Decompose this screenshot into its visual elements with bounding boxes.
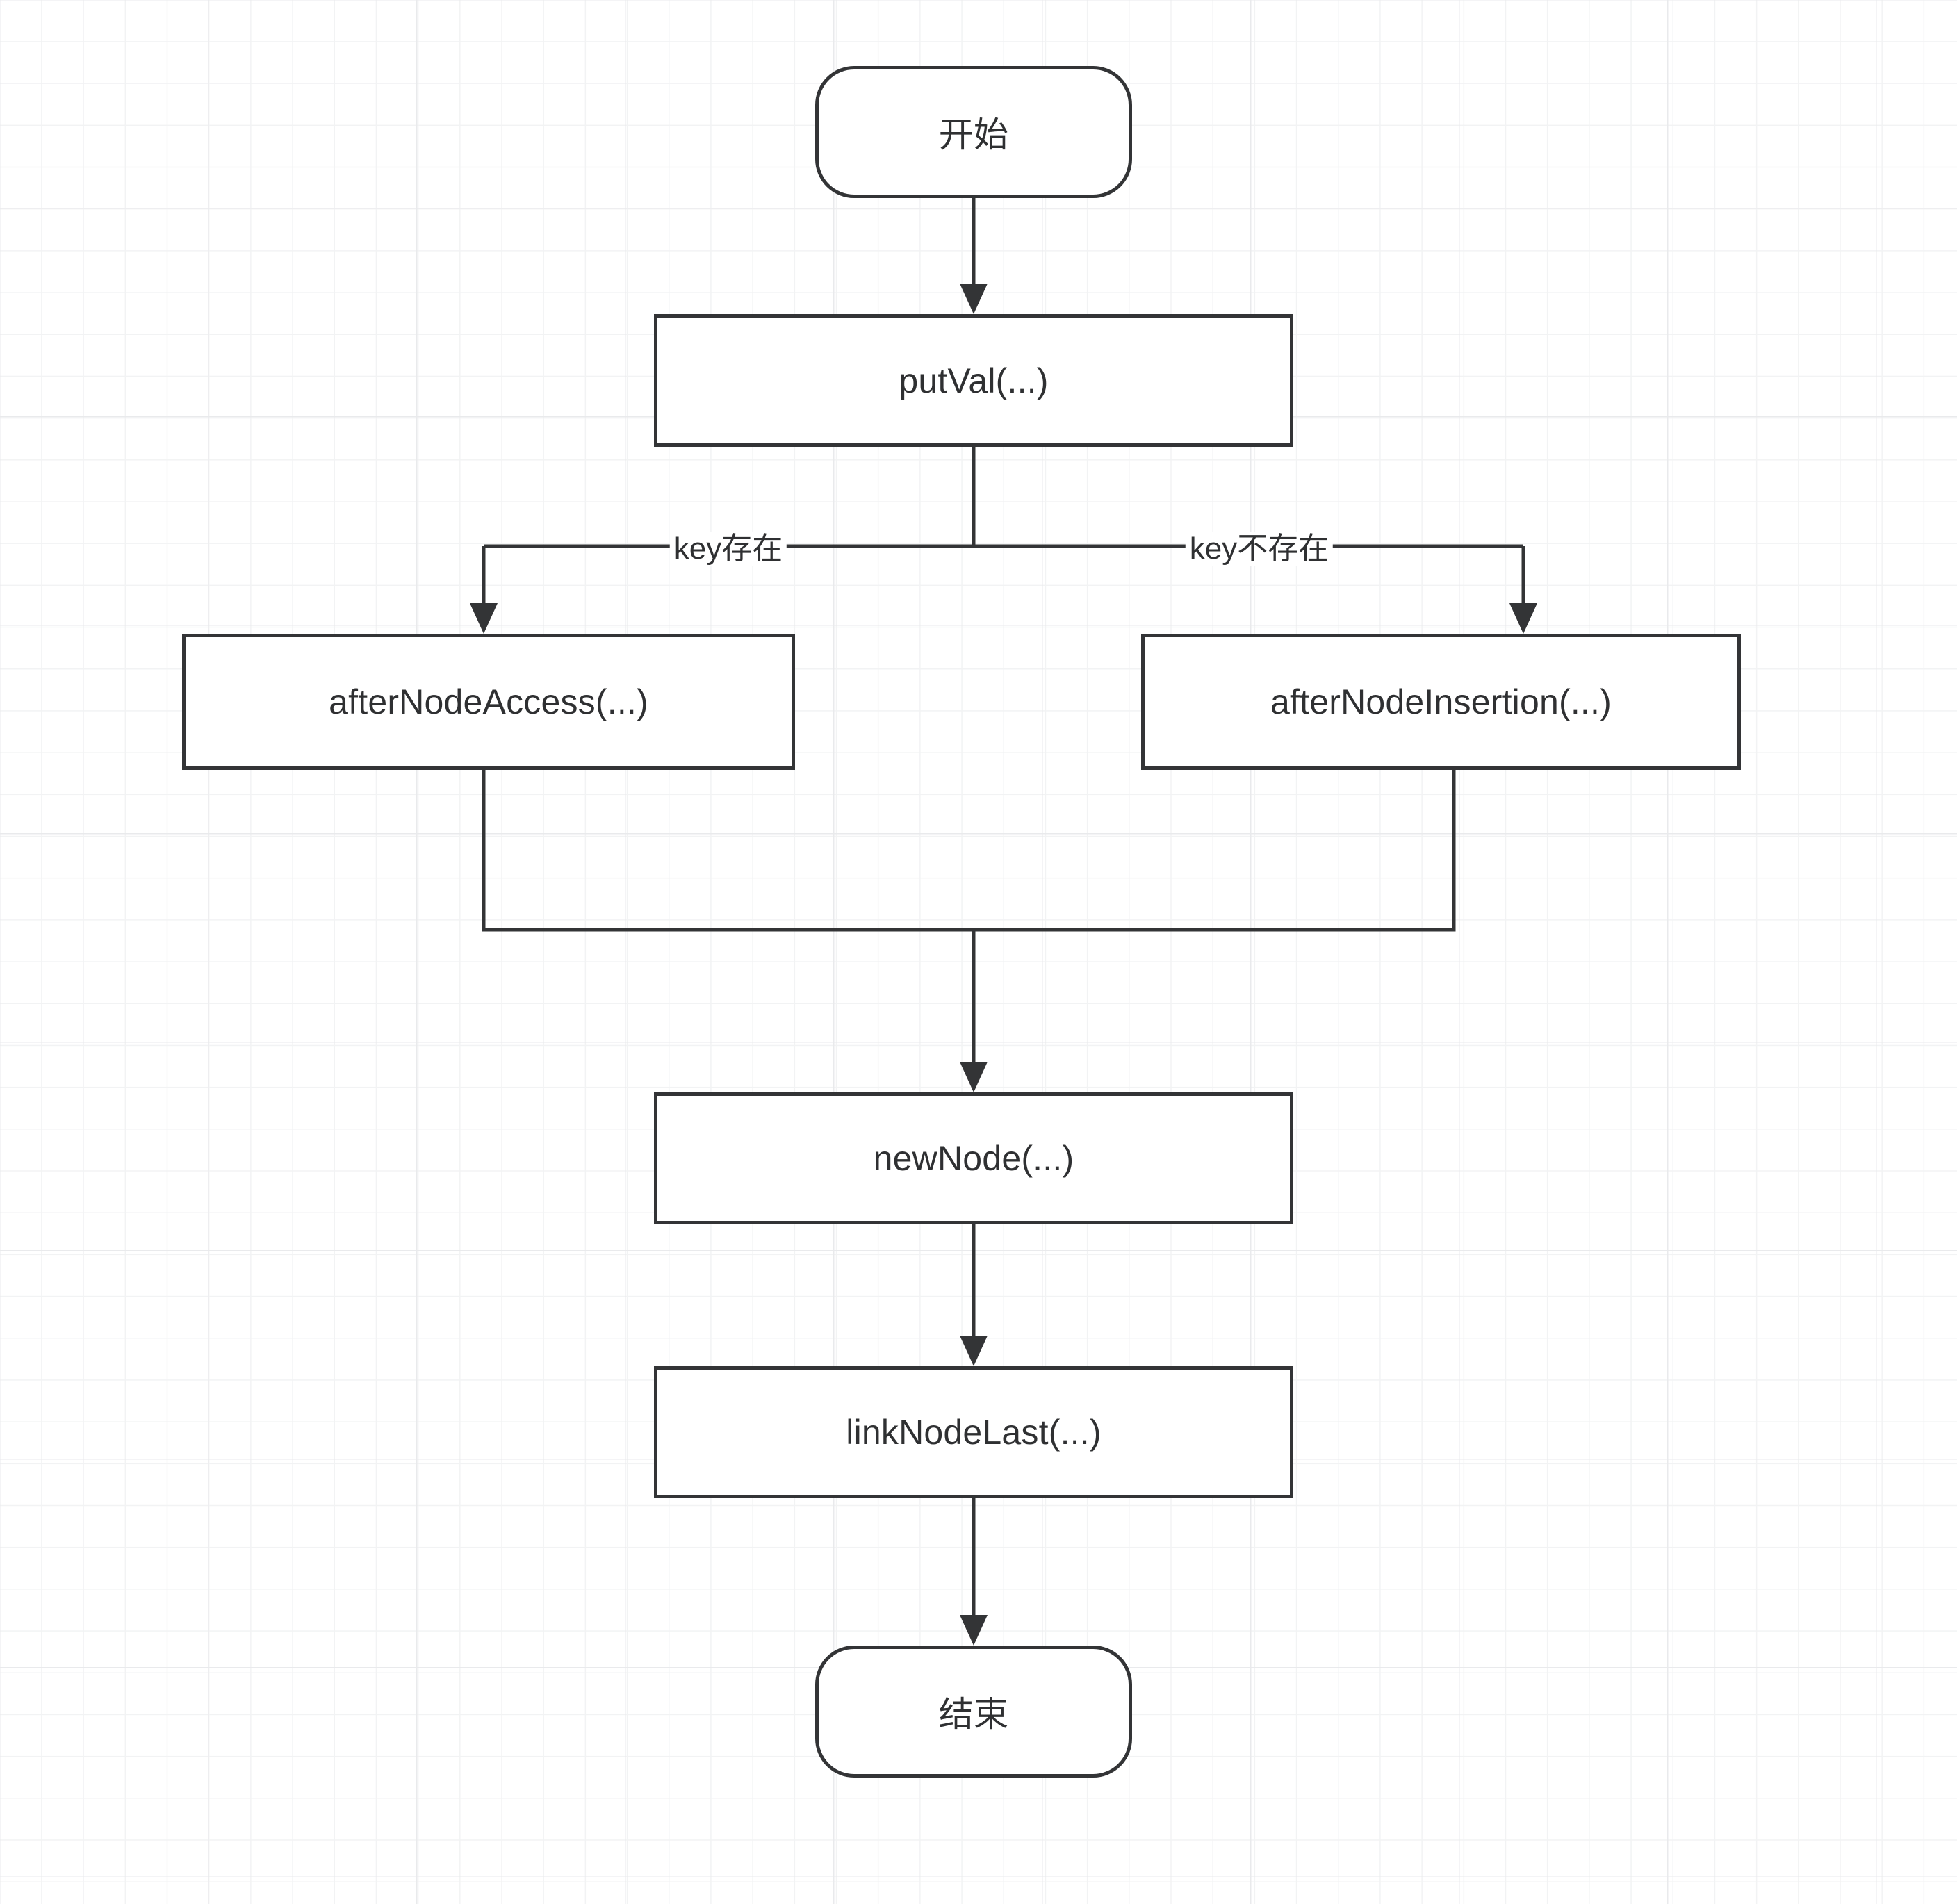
node-newnode-label: newNode(...) bbox=[873, 1139, 1074, 1178]
node-end[interactable]: 结束 bbox=[815, 1646, 1132, 1778]
node-afternodeaccess[interactable]: afterNodeAccess(...) bbox=[182, 634, 795, 770]
edge-linknodelast-to-end bbox=[960, 1498, 988, 1646]
edge-merge-to-newnode bbox=[960, 930, 988, 1092]
node-afternodeinsertion[interactable]: afterNodeInsertion(...) bbox=[1141, 634, 1741, 770]
edge-afternodeaccess-to-newnode bbox=[482, 770, 974, 932]
edge-label-key-not-exists: key不存在 bbox=[1185, 532, 1334, 566]
node-newnode[interactable]: newNode(...) bbox=[654, 1092, 1293, 1224]
node-putval-label: putVal(...) bbox=[899, 361, 1049, 400]
edge-afternodeinsertion-to-newnode bbox=[974, 770, 1456, 932]
node-linknodelast-label: linkNodeLast(...) bbox=[846, 1413, 1102, 1452]
node-start-label: 开始 bbox=[938, 115, 1009, 154]
node-putval[interactable]: putVal(...) bbox=[654, 314, 1293, 447]
node-afternodeaccess-label: afterNodeAccess(...) bbox=[329, 682, 648, 721]
node-linknodelast[interactable]: linkNodeLast(...) bbox=[654, 1366, 1293, 1498]
node-afternodeinsertion-label: afterNodeInsertion(...) bbox=[1270, 682, 1612, 721]
edge-label-key-exists: key存在 bbox=[669, 532, 787, 566]
edge-newnode-to-linknodelast bbox=[960, 1224, 988, 1366]
node-start[interactable]: 开始 bbox=[815, 66, 1132, 198]
edge-putval-to-afternodeaccess bbox=[470, 546, 498, 634]
node-end-label: 结束 bbox=[938, 1695, 1009, 1734]
edge-putval-to-afternodeinsertion bbox=[1509, 546, 1537, 634]
edge-start-to-putval bbox=[960, 197, 988, 314]
